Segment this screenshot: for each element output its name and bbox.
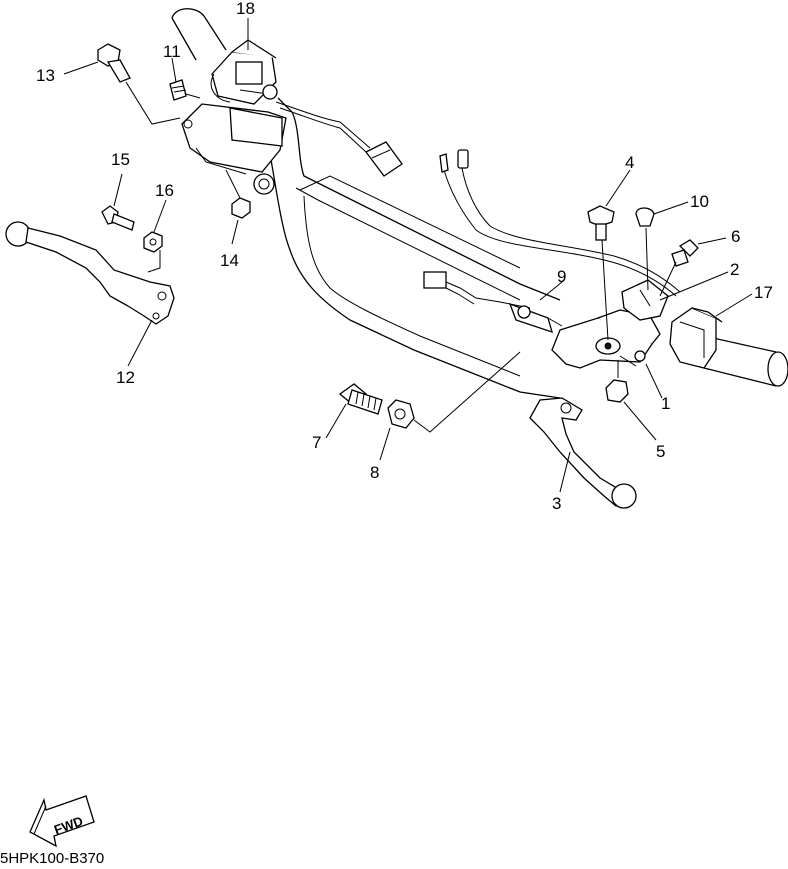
brake-lever: [5, 221, 175, 325]
callout-15: 15: [111, 150, 130, 169]
screw-6: [671, 239, 699, 267]
switch-wire: [275, 101, 371, 149]
callout-2: 2: [730, 260, 739, 279]
callout-8: 8: [370, 463, 379, 482]
small-connector: [423, 271, 531, 309]
switch-connector: [365, 141, 403, 177]
callout-13: 13: [36, 66, 55, 85]
callout-18: 18: [236, 0, 255, 18]
cable-adjuster: [508, 302, 563, 334]
callout-7: 7: [312, 433, 321, 452]
callout-12: 12: [116, 368, 135, 387]
nut-14: [231, 197, 251, 219]
nut-8: [387, 399, 415, 429]
nut-5: [605, 379, 629, 403]
callout-3: 3: [552, 494, 561, 513]
callout-10: 10: [690, 192, 709, 211]
bolt-13: [97, 43, 131, 83]
screw-11: [169, 79, 187, 101]
callout-16: 16: [155, 181, 174, 200]
bolt-15: [101, 205, 135, 231]
callout-4: 4: [625, 153, 634, 172]
clutch-lever: [529, 397, 637, 509]
bolt-4: [587, 205, 615, 241]
master-cylinder: [181, 103, 287, 195]
callout-5: 5: [656, 442, 665, 461]
diagram-code: 5HPK100-B370: [0, 850, 105, 867]
handlebar-switch: [210, 39, 278, 105]
nut-16: [143, 231, 163, 253]
fwd-arrow-icon: FWD: [29, 795, 95, 848]
callout-labels: 1 2 3 4 5 6 7 8 9 10 11 12 13 14 15 16 1…: [36, 0, 773, 513]
leader-lines: [63, 18, 753, 493]
plug-10: [635, 207, 655, 227]
adjuster-7: [338, 383, 383, 415]
callout-14: 14: [220, 251, 239, 270]
callout-11: 11: [163, 42, 181, 61]
callout-9: 9: [557, 267, 566, 286]
callout-6: 6: [731, 227, 740, 246]
right-clamp: [669, 307, 723, 369]
callout-17: 17: [754, 283, 773, 302]
callout-1: 1: [661, 394, 670, 413]
